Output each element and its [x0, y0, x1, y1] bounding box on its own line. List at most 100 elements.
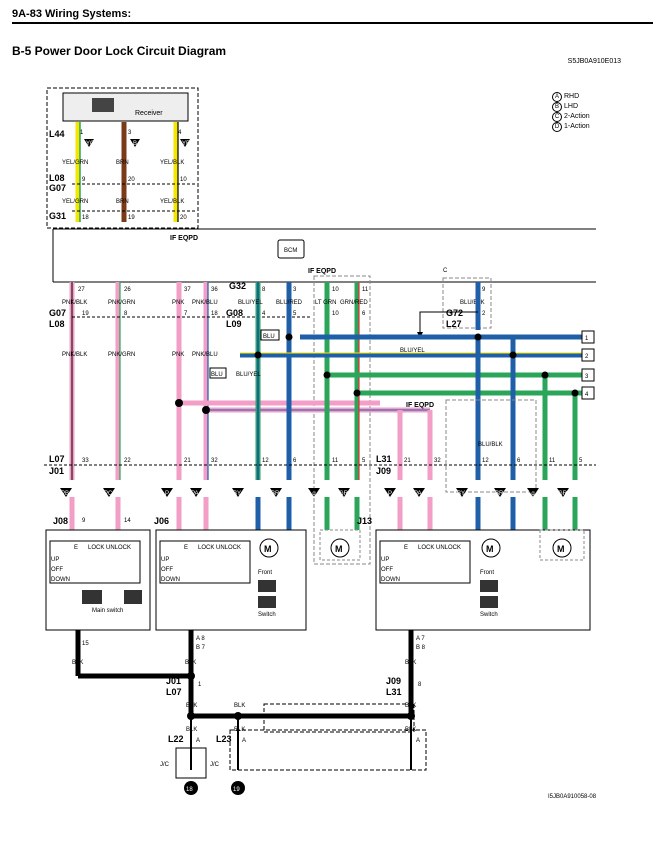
svg-text:G08: G08: [226, 308, 243, 318]
svg-text:L31: L31: [386, 687, 402, 697]
svg-text:UNLOCK: UNLOCK: [106, 545, 131, 551]
svg-text:A: A: [196, 738, 200, 744]
svg-text:6: 6: [293, 458, 297, 464]
svg-text:J09: J09: [386, 676, 401, 686]
conn-G07: G07: [49, 183, 66, 193]
svg-text:20: 20: [128, 177, 135, 183]
svg-text:G72: G72: [446, 308, 463, 318]
pin: 4: [178, 130, 182, 136]
svg-text:Front: Front: [258, 570, 272, 576]
svg-text:15: 15: [82, 641, 89, 647]
main-switch-box: [45, 529, 151, 631]
svg-text:L22: L22: [168, 734, 184, 744]
svg-text:BR: BR: [271, 491, 280, 497]
receiver-box: [62, 92, 189, 122]
svg-text:BLU/BLK: BLU/BLK: [460, 300, 485, 306]
svg-text:27: 27: [78, 287, 85, 293]
svg-text:YEL/GRN: YEL/GRN: [62, 199, 88, 205]
svg-text:5: 5: [362, 458, 366, 464]
svg-text:LOCK: LOCK: [418, 545, 434, 551]
svg-text:PNK: PNK: [172, 352, 184, 358]
conn-L08: L08: [49, 173, 65, 183]
svg-text:IF EQPD: IF EQPD: [308, 268, 336, 275]
svg-text:LOCK: LOCK: [198, 545, 214, 551]
svg-text:3: 3: [293, 287, 297, 293]
svg-text:11: 11: [549, 458, 556, 464]
svg-text:6: 6: [362, 311, 366, 317]
svg-text:C: C: [443, 268, 448, 274]
svg-text:L09: L09: [226, 319, 242, 329]
pin: 3: [128, 130, 132, 136]
if-eqpd-label: IF EQPD: [170, 235, 198, 242]
svg-text:L07: L07: [49, 454, 65, 464]
svg-text:YB: YB: [182, 141, 190, 147]
key-icon: [92, 98, 114, 112]
svg-text:BLK: BLK: [405, 660, 416, 666]
svg-text:E: E: [184, 545, 188, 551]
svg-text:OFF: OFF: [161, 567, 173, 573]
svg-text:14: 14: [124, 518, 131, 524]
svg-text:2: 2: [585, 354, 589, 360]
svg-text:BLK: BLK: [186, 703, 197, 709]
tag-triangle: [180, 139, 190, 147]
svg-text:21: 21: [184, 458, 191, 464]
svg-text:PNK/BLK: PNK/BLK: [62, 352, 87, 358]
svg-text:21: 21: [404, 458, 411, 464]
svg-text:J08: J08: [53, 516, 68, 526]
svg-text:P: P: [388, 491, 392, 497]
svg-text:10: 10: [332, 311, 339, 317]
svg-text:PA: PA: [414, 491, 422, 497]
svg-text:3: 3: [585, 374, 589, 380]
svg-text:BLU: BLU: [263, 334, 275, 340]
svg-text:LOCK: LOCK: [88, 545, 104, 551]
svg-text:BLU: BLU: [211, 372, 223, 378]
pin: 1: [80, 130, 84, 136]
svg-text:8: 8: [418, 682, 422, 688]
svg-text:Lg: Lg: [309, 491, 316, 497]
svg-text:UP: UP: [161, 557, 169, 563]
svg-text:M: M: [486, 544, 494, 554]
svg-text:A: A: [242, 738, 246, 744]
svg-text:DOWN: DOWN: [161, 577, 180, 583]
footer-code: I5JB0A910058-08: [548, 794, 597, 800]
svg-text:PNK/BLU: PNK/BLU: [192, 300, 218, 306]
header-rule: [12, 22, 653, 24]
front-switch-box-left: [155, 529, 307, 631]
svg-text:UP: UP: [381, 557, 389, 563]
svg-text:26: 26: [124, 287, 131, 293]
svg-text:9: 9: [82, 518, 86, 524]
svg-text:Switch: Switch: [480, 612, 498, 618]
svg-text:4: 4: [262, 311, 266, 317]
conn-L44: L44: [49, 129, 65, 139]
svg-text:19: 19: [128, 215, 135, 221]
bcm-label: BCM: [284, 248, 297, 254]
svg-text:PNK/BLU: PNK/BLU: [192, 352, 218, 358]
svg-text:J/C: J/C: [160, 762, 170, 768]
svg-text:11: 11: [362, 287, 369, 293]
svg-text:4: 4: [585, 392, 589, 398]
receiver-boundary: [46, 87, 199, 229]
svg-text:L27: L27: [446, 319, 462, 329]
svg-text:36: 36: [211, 287, 218, 293]
svg-text:BLU/BLK: BLU/BLK: [478, 442, 503, 448]
svg-text:L23: L23: [216, 734, 232, 744]
svg-text:A 8: A 8: [196, 636, 205, 642]
svg-text:5: 5: [293, 311, 297, 317]
svg-text:Switch: Switch: [258, 612, 276, 618]
svg-text:BLU/RED: BLU/RED: [276, 300, 303, 306]
svg-text:BLK: BLK: [186, 727, 197, 733]
svg-text:UP: UP: [51, 557, 59, 563]
svg-text:OFF: OFF: [381, 567, 393, 573]
svg-text:M: M: [335, 544, 343, 554]
figure-code: S5JB0A910E013: [567, 58, 621, 65]
svg-text:8: 8: [262, 287, 266, 293]
svg-text:A: A: [416, 738, 420, 744]
section-header: 9A-83 Wiring Systems:: [12, 8, 132, 20]
svg-text:BLU/YEL: BLU/YEL: [236, 372, 261, 378]
receiver-label: Receiver: [135, 110, 163, 117]
svg-text:33: 33: [82, 458, 89, 464]
wire-label: BRN: [116, 160, 129, 166]
svg-text:19: 19: [82, 311, 89, 317]
